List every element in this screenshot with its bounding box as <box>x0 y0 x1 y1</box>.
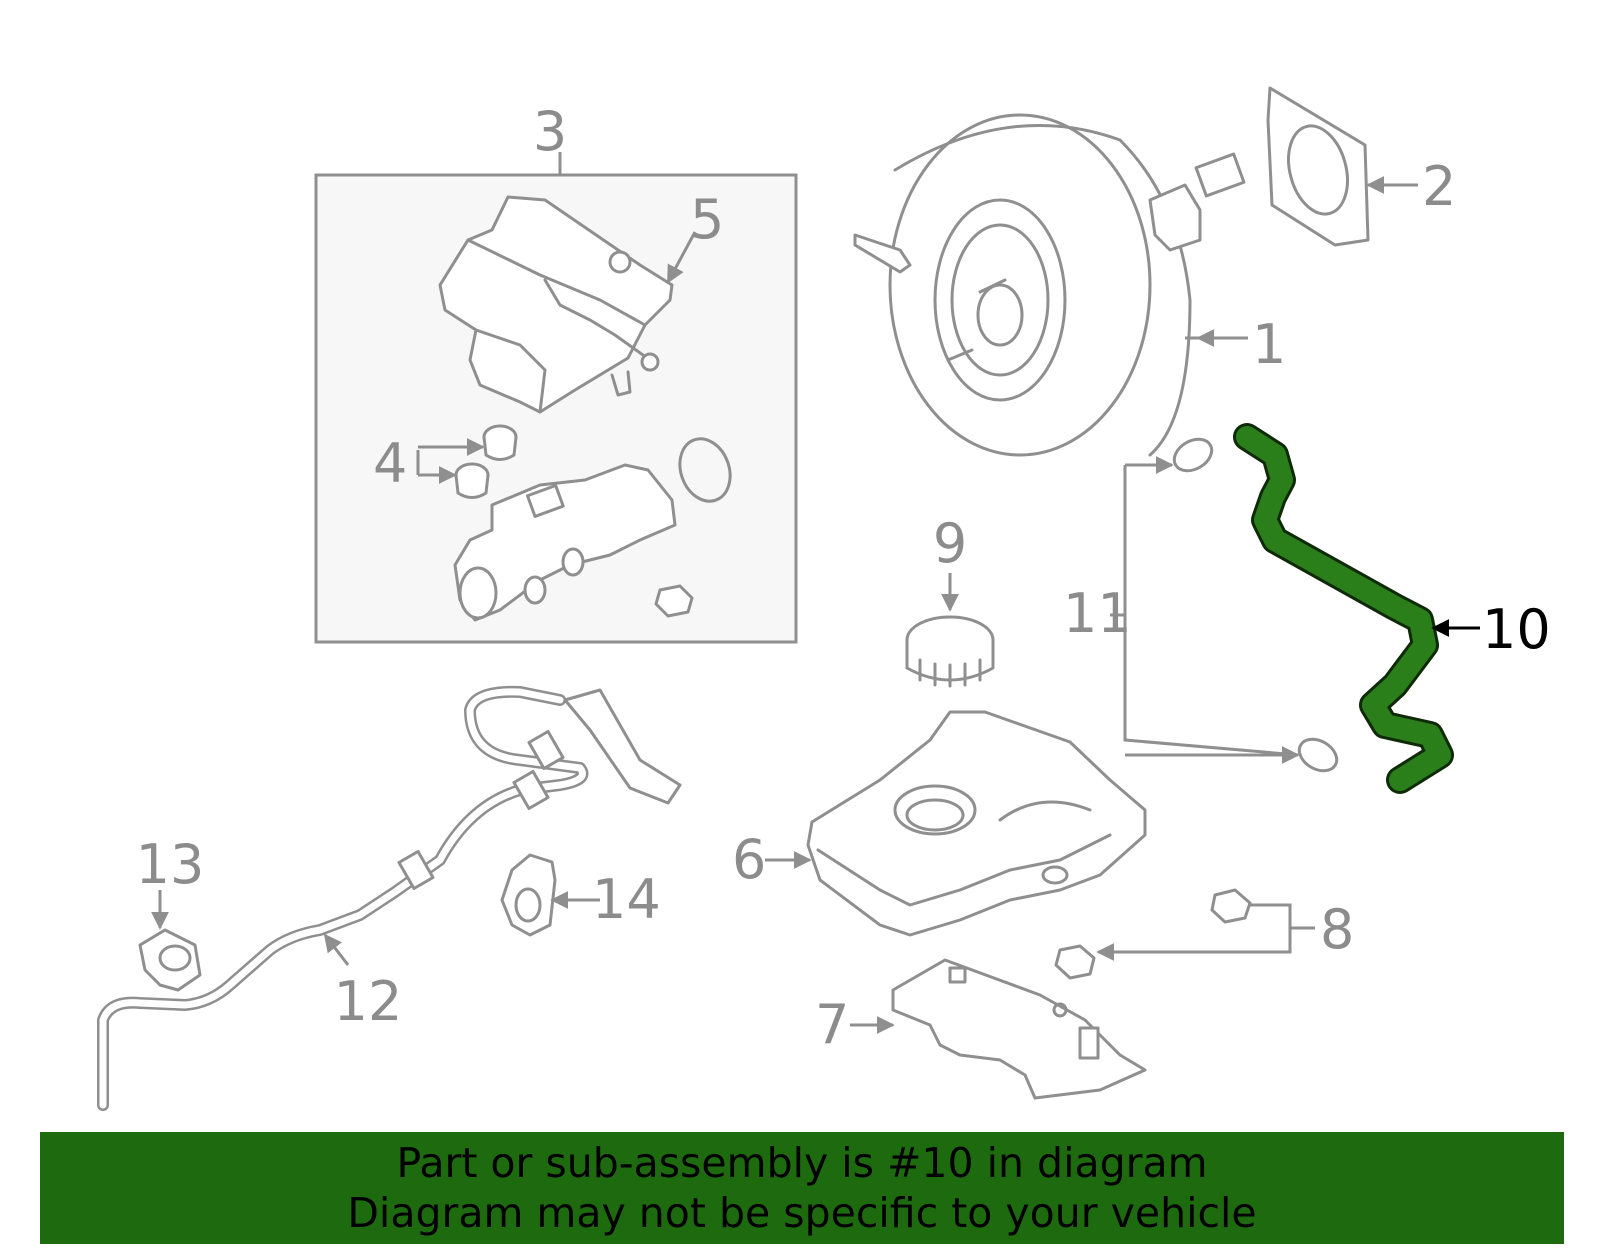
fluid-reservoir[interactable] <box>806 710 1147 937</box>
nut-parts[interactable] <box>1054 888 1315 980</box>
callout-12: 12 <box>334 970 403 1033</box>
line-clip[interactable] <box>138 890 202 992</box>
reservoir-cap[interactable] <box>905 615 995 688</box>
master-cylinder-assembly[interactable] <box>314 152 798 644</box>
brake-line[interactable] <box>97 685 682 1111</box>
reservoir-bracket[interactable] <box>891 958 1147 1100</box>
callout-11: 11 <box>1063 582 1132 645</box>
callout-6: 6 <box>732 828 766 891</box>
info-banner: Part or sub-assembly is #10 in diagram D… <box>40 1132 1564 1244</box>
callout-8: 8 <box>1320 898 1354 961</box>
sensor-connector[interactable] <box>500 853 600 937</box>
reservoir-top-part[interactable] <box>438 195 674 414</box>
booster-gasket[interactable] <box>1266 86 1370 247</box>
leader-lines <box>416 176 1418 1034</box>
o-ring[interactable] <box>672 432 739 509</box>
callout-7: 7 <box>815 993 849 1056</box>
banner-line-2: Diagram may not be specific to your vehi… <box>347 1189 1257 1237</box>
hose-clamps[interactable] <box>1110 433 1342 777</box>
callout-10: 10 <box>1482 598 1551 661</box>
callout-2: 2 <box>1422 155 1456 218</box>
banner-line-1: Part or sub-assembly is #10 in diagram <box>396 1139 1208 1187</box>
callout-5: 5 <box>690 188 724 251</box>
master-cylinder-body[interactable] <box>453 463 677 622</box>
nut-part[interactable] <box>654 584 694 618</box>
brake-booster[interactable] <box>853 113 1248 457</box>
grommet-parts[interactable] <box>454 424 518 499</box>
callout-13: 13 <box>136 833 205 896</box>
callout-14: 14 <box>592 868 661 931</box>
callout-4: 4 <box>373 432 407 495</box>
vacuum-hose-highlighted[interactable] <box>1233 423 1480 794</box>
callout-1: 1 <box>1252 313 1286 376</box>
callout-9: 9 <box>933 512 967 575</box>
callout-3: 3 <box>533 100 567 163</box>
